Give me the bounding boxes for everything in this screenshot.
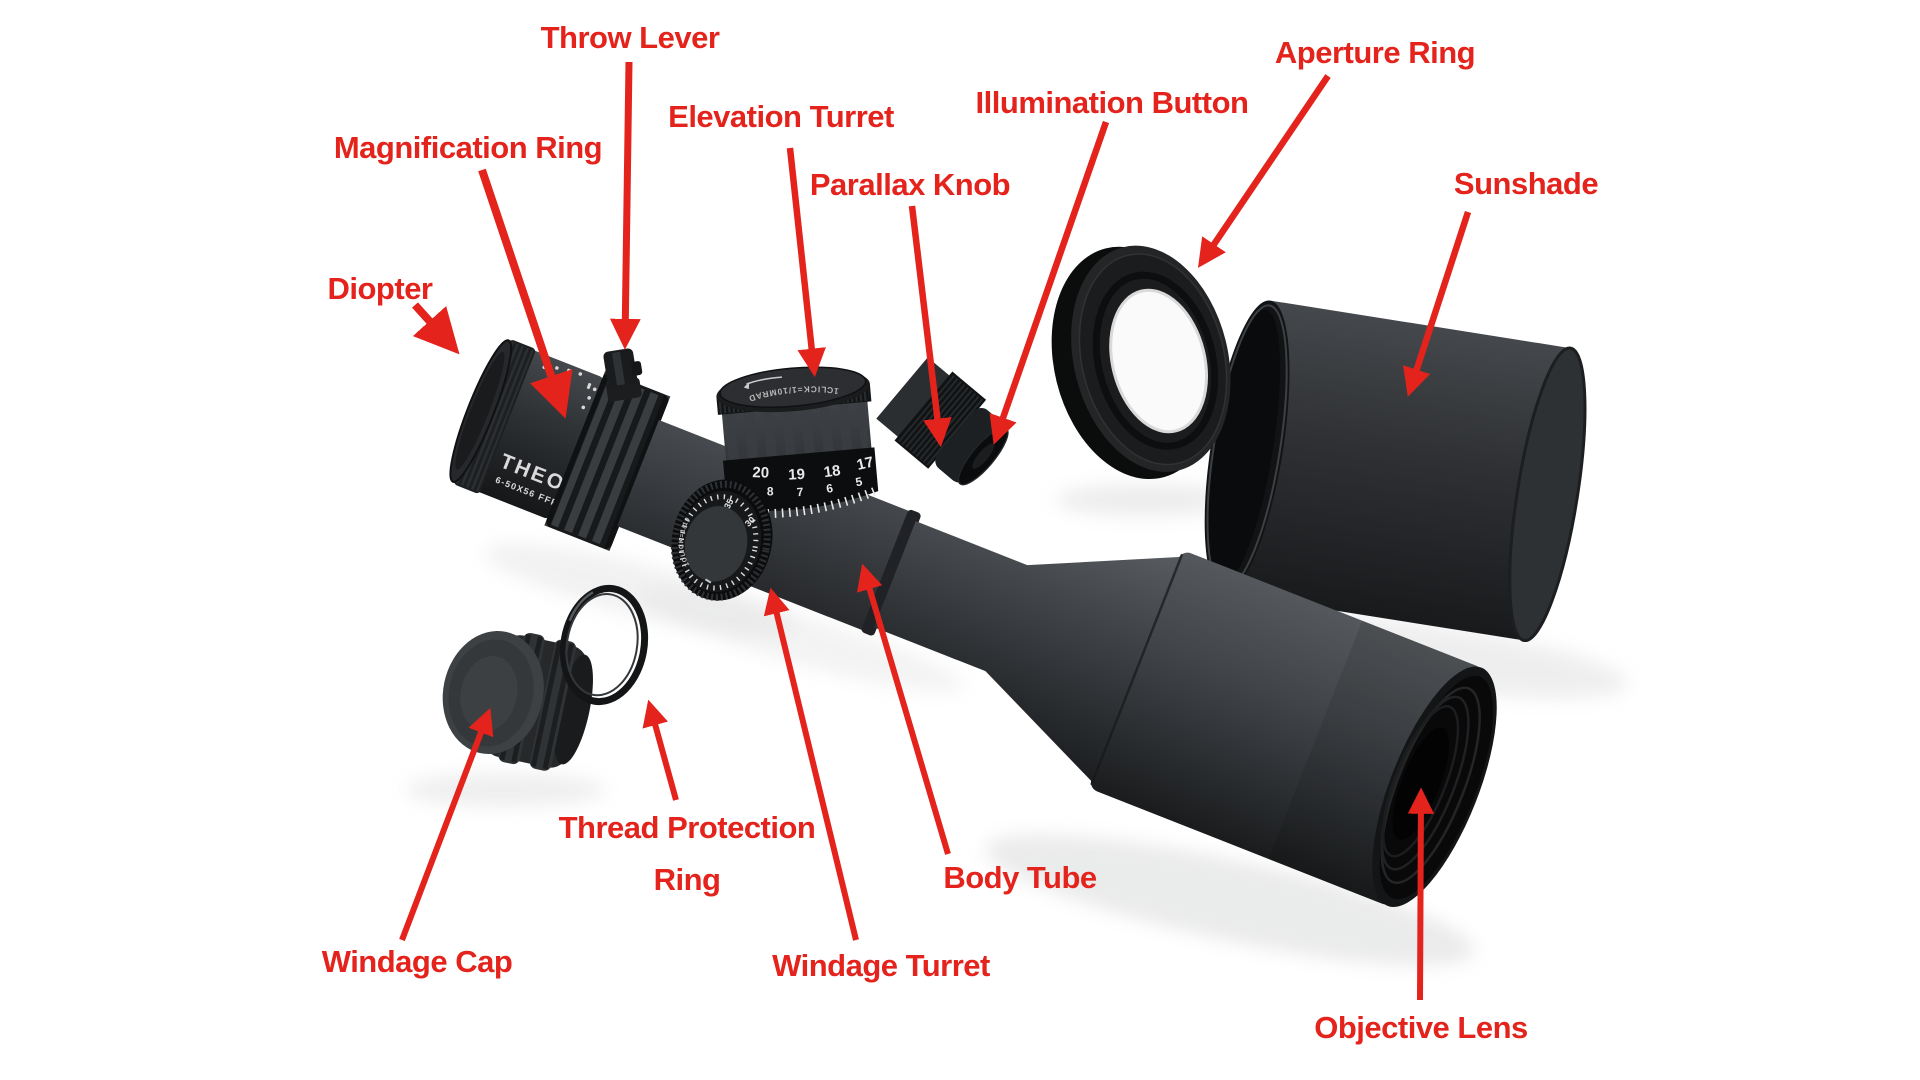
objective-glass (1392, 727, 1449, 840)
elevation-turret: 1CLICK=1/10MRAD 20 19 18 17 8 7 6 5 (716, 366, 879, 519)
elev-num: 5 (854, 474, 864, 489)
objective-lens-arrow (1407, 787, 1435, 1001)
parallax-knob-arrow (908, 205, 952, 448)
label-magnification-ring: Magnification Ring (334, 130, 602, 165)
elevation-scale-band: 20 19 18 17 8 7 6 5 (722, 447, 879, 519)
thread-protection-ring (559, 584, 649, 706)
elev-num: 7 (796, 485, 804, 499)
elev-num: 18 (823, 462, 842, 481)
sunshade-end-cap (1509, 348, 1585, 641)
annotation-arrows (399, 61, 1472, 1001)
objective-bell (1090, 552, 1497, 908)
label-objective-lens: Objective Lens (1314, 1010, 1528, 1045)
lens-thread-3 (1381, 705, 1460, 858)
label-elevation-turret: Elevation Turret (668, 99, 894, 134)
aperture-ring-step (1092, 271, 1219, 450)
body-tube-arrow (856, 563, 951, 855)
windage-cap-arrow (399, 707, 494, 942)
turret-body (721, 395, 873, 469)
label-windage-cap: Windage Cap (322, 944, 513, 979)
eyepiece-lens (455, 352, 505, 470)
label-diopter: Diopter (328, 271, 433, 306)
windage-num: 30 (743, 515, 757, 529)
throw-lever-nub (631, 361, 643, 376)
elevation-tick-marks (731, 487, 876, 519)
elevation-turret-arrow (786, 147, 826, 378)
elev-num: 19 (788, 466, 806, 484)
aperture-ring (1051, 245, 1231, 480)
sunshade-opening (1208, 309, 1281, 583)
objective-cone (985, 556, 1184, 784)
thread-protection-ring-arrow (642, 699, 679, 801)
turret-cap (719, 366, 867, 408)
label-aperture-ring: Aperture Ring (1275, 35, 1475, 70)
label-body-tube: Body Tube (943, 860, 1097, 895)
label-illumination-button: Illumination Button (976, 85, 1249, 120)
elev-num: 8 (767, 485, 774, 499)
illumination-button-cap (972, 443, 995, 469)
throw-lever (603, 348, 643, 402)
label-parallax-knob: Parallax Knob (810, 167, 1010, 202)
windage-turret: 35 30 1CLICK=1/10MRAD (670, 479, 773, 601)
aperture-ring-hole (1110, 290, 1207, 432)
windage-turret-arrow (763, 587, 859, 941)
label-thread-protection-line2: Ring (654, 862, 721, 897)
sunshade-arrow (1403, 210, 1472, 397)
label-throw-lever: Throw Lever (541, 20, 720, 55)
label-thread-protection-line1: Thread Protection (559, 810, 816, 845)
sunshade-body (1223, 300, 1573, 641)
elev-num: 20 (752, 464, 769, 482)
lens-thread-1 (1380, 686, 1481, 885)
diopter-arrow (412, 302, 460, 355)
label-windage-turret: Windage Turret (772, 948, 990, 983)
windage-face (684, 506, 748, 582)
magnification-scale-marks (581, 387, 597, 410)
elev-num: 17 (855, 454, 875, 474)
annotation-labels: Throw Lever Magnification Ring Elevation… (322, 20, 1599, 1045)
sunshade (1204, 300, 1587, 643)
magnification-ring-arrow (478, 168, 573, 419)
illumination-button-arrow (989, 120, 1110, 445)
windage-cap-end (553, 654, 593, 765)
body-tube (873, 521, 1032, 673)
label-sunshade: Sunshade (1454, 166, 1598, 201)
throw-lever-arrow (609, 61, 641, 350)
aperture-ring-arrow (1197, 74, 1331, 268)
elev-num: 6 (825, 481, 834, 496)
magnification-ring (544, 370, 671, 551)
windage-cap (442, 630, 593, 771)
